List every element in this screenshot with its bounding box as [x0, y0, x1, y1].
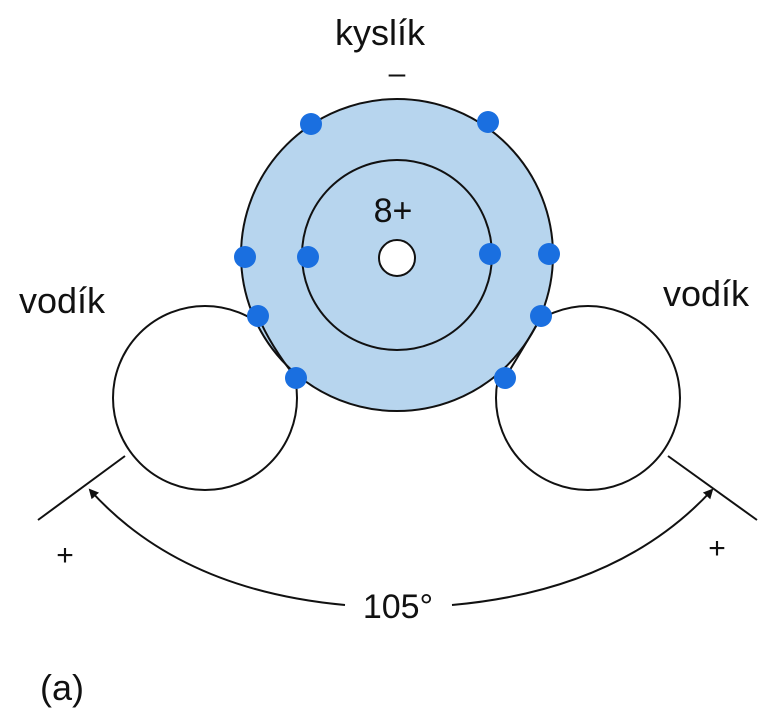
plus-right: + [708, 532, 726, 565]
electron [300, 113, 322, 135]
nucleus-charge: 8+ [374, 192, 413, 230]
angle-label: 105° [363, 588, 433, 626]
hydrogen-left-label: vodík [19, 280, 106, 321]
hydrogen-right-label: vodík [663, 273, 750, 314]
angle-arc-right [451, 488, 714, 606]
oxygen-nucleus [378, 239, 416, 277]
hydrogen-atom-left [112, 305, 298, 491]
oxygen-label: kyslík [335, 12, 426, 53]
electron [530, 305, 552, 327]
electron [479, 243, 501, 265]
plus-left: + [56, 539, 74, 572]
hydrogen-atom-right [495, 305, 681, 491]
bond-axis-right [667, 455, 758, 521]
electron [538, 243, 560, 265]
electron [297, 246, 319, 268]
electrons [234, 111, 560, 389]
electron [247, 305, 269, 327]
electron [494, 367, 516, 389]
panel-label: (a) [40, 667, 84, 708]
electron [285, 367, 307, 389]
oxygen-charge: – [389, 57, 406, 90]
electron [234, 246, 256, 268]
electron [477, 111, 499, 133]
bond-axis-left [37, 455, 126, 521]
angle-arc-left [88, 488, 346, 606]
